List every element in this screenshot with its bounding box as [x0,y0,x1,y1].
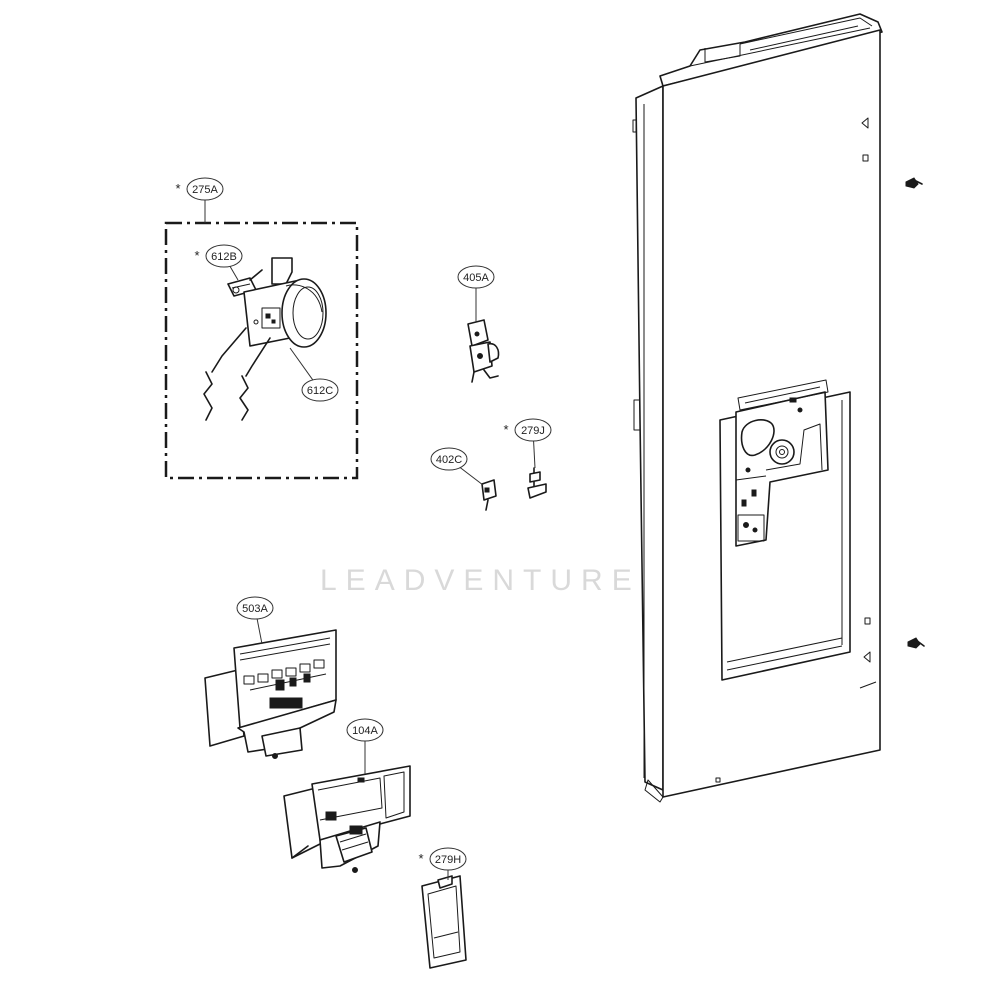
callout-label: 503A [242,603,268,615]
callout-bubble [514,418,552,442]
callout-612c: 612C [289,347,339,402]
callout-label: 405A [463,272,489,284]
hinge-screw-top [905,177,923,189]
callout-leader-line [256,618,263,645]
wire-harness [203,327,271,421]
part-503a [204,629,337,759]
callout-104a: 104A [346,718,384,774]
part-104a [283,765,411,873]
assembly-275a-group [164,221,359,480]
asterisk-marker: * [194,248,199,263]
callout-bubble [186,177,224,201]
callout-leader-line [533,440,536,469]
callout-279j: 279J * [503,418,552,469]
callout-leader-line [289,347,314,381]
callout-612b: 612B * [194,244,243,281]
part-279h [421,875,467,969]
callout-leader-line [229,266,239,281]
callout-279h: 279H * [418,847,467,880]
callout-label: 612B [211,251,237,263]
asterisk-marker: * [418,851,423,866]
part-279j [527,467,547,499]
callout-label: 104A [352,725,378,737]
callout-275a: 275A * [175,177,224,223]
callout-402c: 402C [430,447,484,486]
callout-label: 612C [307,385,333,397]
hinge-screw-bottom [907,637,925,649]
callout-bubble [346,718,384,742]
callout-bubble [205,244,243,268]
callout-405a: 405A [457,265,495,322]
callout-bubble [429,847,467,871]
part-612c [243,257,327,348]
callout-label: 279J [521,425,545,437]
part-402c [481,479,497,511]
callout-label: 279H [435,854,461,866]
callout-label: 275A [192,184,218,196]
callout-label: 402C [436,454,462,466]
callout-bubble [301,378,339,402]
callout-leader-line [459,467,484,486]
watermark-text: LEADVENTURE [320,564,641,597]
callout-labels: 275A * 612B * 612C 405A 279J * 402C 503A 104A 279H * [175,177,552,880]
callout-bubble [457,265,495,289]
refrigerator-door [632,13,925,803]
callout-bubble [236,596,274,620]
callout-503a: 503A [236,596,274,645]
callout-bubble [430,447,468,471]
part-405a [467,319,500,383]
asterisk-marker: * [503,422,508,437]
asterisk-marker: * [175,181,180,196]
